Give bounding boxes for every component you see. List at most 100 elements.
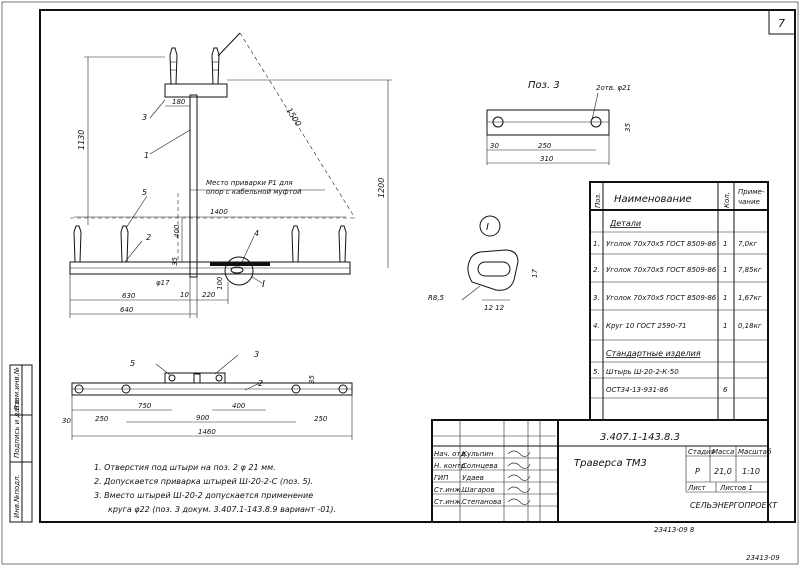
dim-1200: 1200 bbox=[377, 178, 386, 198]
dim-630: 630 bbox=[122, 292, 136, 300]
signature-3 bbox=[507, 474, 531, 481]
plan-leader-3: 3 bbox=[254, 350, 259, 359]
mass: 21,0 bbox=[714, 467, 732, 476]
row1-note: 7,0кг bbox=[738, 240, 757, 248]
plan-leader-5: 5 bbox=[130, 359, 135, 368]
dim-400: 400 bbox=[173, 224, 181, 238]
section-details: Детали bbox=[609, 219, 641, 228]
dim-10: 10 bbox=[180, 291, 189, 299]
row2-note: 7,85кг bbox=[738, 266, 762, 274]
row1-name: Уголок 70х70х5 ГОСТ 8509-86 bbox=[606, 240, 717, 248]
stamp-replace: Взам.инв.№ bbox=[13, 367, 21, 410]
signature-1 bbox=[507, 450, 531, 457]
weld-note-1: Место приварки Р1 для bbox=[206, 179, 293, 187]
th-pos: Поз. bbox=[594, 193, 602, 209]
signer-4-name: Шагаров bbox=[462, 486, 495, 494]
signer-4-role: Ст.инж. bbox=[434, 486, 463, 494]
stage: Р bbox=[695, 467, 700, 476]
scale: 1:10 bbox=[742, 467, 760, 476]
dim-phi17: φ17 bbox=[156, 279, 170, 287]
signer-3-name: Удаев bbox=[462, 474, 484, 482]
spec-table: Поз. Наименование Кол. Приме- чание Дета… bbox=[589, 181, 769, 421]
leader-3: 3 bbox=[142, 113, 147, 122]
signer-2-name: Солнцева bbox=[462, 462, 498, 470]
plan-leader-2: 2 bbox=[258, 379, 263, 388]
signer-5-role: Ст.инж. bbox=[434, 498, 463, 506]
plan-dim-30: 30 bbox=[62, 417, 71, 425]
th-name: Наименование bbox=[614, 194, 692, 205]
doc-title: Траверса ТМ3 bbox=[574, 458, 647, 469]
signature-5 bbox=[507, 498, 531, 505]
row5-name-1: Штырь Ш-20-2-К-50 bbox=[606, 368, 679, 376]
plan-dim-900: 900 bbox=[196, 414, 210, 422]
dim-220: 220 bbox=[202, 291, 216, 299]
weld-note-2: опор с кабельной муфтой bbox=[206, 188, 302, 196]
row3-note: 1,67кг bbox=[738, 294, 762, 302]
leader-5: 5 bbox=[142, 188, 147, 197]
signer-5-name: Степанова bbox=[462, 498, 501, 506]
dim-180: 180 bbox=[172, 98, 186, 106]
th-note: Приме- bbox=[738, 188, 765, 196]
row4-name: Круг 10 ГОСТ 2590-71 bbox=[606, 322, 687, 330]
top-pins bbox=[169, 47, 220, 85]
plan-dim-250a: 250 bbox=[95, 415, 109, 423]
doc-code: 3.407.1-143.8.3 bbox=[600, 432, 680, 443]
detail-dim-12: 12 12 bbox=[484, 304, 505, 312]
bottom-code: 23413-09 8 bbox=[654, 526, 695, 534]
pos3-hole-note: 2отв. φ21 bbox=[596, 84, 631, 92]
plan-dim-750: 750 bbox=[138, 402, 152, 410]
note-2: 2. Допускается приварка штырей Ш-20-2-С … bbox=[94, 477, 313, 486]
detail-r85: R8,5 bbox=[428, 294, 445, 302]
row1-qty: 1 bbox=[723, 240, 727, 248]
signature-2 bbox=[507, 462, 531, 469]
plan-dim-400: 400 bbox=[232, 402, 246, 410]
pos3-dim-35: 35 bbox=[624, 123, 632, 132]
row3-name: Уголок 70х70х5 ГОСТ 8509-86 bbox=[606, 294, 717, 302]
sheet-label: Лист bbox=[687, 484, 707, 492]
note-3: 3. Вместо штырей Ш-20-2 допускается прим… bbox=[94, 491, 313, 500]
pos3-dim-250: 250 bbox=[538, 142, 552, 150]
notes: 1. Отверстия под штыри на поз. 2 φ 21 мм… bbox=[94, 463, 336, 514]
page-number-box bbox=[768, 9, 796, 35]
signer-1-role: Нач. отд. bbox=[434, 450, 468, 458]
note-4: круга φ22 (поз. 3 докум. 3.407.1-143.8.9… bbox=[108, 505, 336, 514]
row2-name: Уголок 70х70х5 ГОСТ 8509-86 bbox=[606, 266, 717, 274]
row3-qty: 1 bbox=[723, 294, 727, 302]
row5-pos: 5. bbox=[593, 368, 600, 376]
row4-note: 0,18кг bbox=[738, 322, 762, 330]
signer-2-role: Н. контр. bbox=[434, 462, 468, 470]
section-standard: Стандартные изделия bbox=[606, 349, 701, 358]
leader-1: 1 bbox=[144, 151, 149, 160]
row5-qty: 6 bbox=[723, 386, 728, 394]
signer-3-role: ГИП bbox=[434, 474, 449, 482]
detail-I-label: I bbox=[262, 279, 265, 290]
dim-1130: 1130 bbox=[77, 130, 86, 150]
row4-qty: 1 bbox=[723, 322, 727, 330]
stamp-sign: Подпись и дата bbox=[13, 400, 21, 458]
dim-1500: 1500 bbox=[284, 106, 303, 128]
dim-35: 35 bbox=[171, 257, 179, 266]
dim-640: 640 bbox=[120, 306, 134, 314]
detail-marker: I bbox=[486, 222, 489, 233]
corner-code: 23413-09 bbox=[746, 554, 780, 562]
page-number: 7 bbox=[778, 17, 785, 30]
main-elevation: 1130 1500 1200 180 1400 400 35 100 10 22… bbox=[69, 32, 392, 318]
frame-border bbox=[39, 9, 796, 523]
detail-dim-17: 17 bbox=[531, 269, 539, 278]
plan-dim-35: 35 bbox=[308, 375, 316, 384]
signature-4 bbox=[507, 486, 531, 493]
detail-I-circle bbox=[224, 256, 254, 286]
row2-qty: 1 bbox=[723, 266, 727, 274]
row2-pos: 2. bbox=[593, 266, 600, 274]
leader-2: 2 bbox=[146, 233, 151, 242]
binding-stamp: Инв.№подл. Подпись и дата Взам.инв.№ bbox=[9, 364, 33, 523]
row1-pos: 1. bbox=[593, 240, 600, 248]
plan-view: 5 3 2 35 750 900 400 30 250 250 1460 bbox=[62, 350, 353, 440]
plan-dim-1460: 1460 bbox=[198, 428, 216, 436]
detail-I: I R8,5 17 12 12 bbox=[428, 215, 539, 312]
note-1: 1. Отверстия под штыри на поз. 2 φ 21 мм… bbox=[94, 463, 276, 472]
org: СЕЛЬЭНЕРГОПРОЕКТ bbox=[690, 501, 778, 510]
row5-name-2: ОСТ34-13-931-86 bbox=[606, 386, 669, 394]
